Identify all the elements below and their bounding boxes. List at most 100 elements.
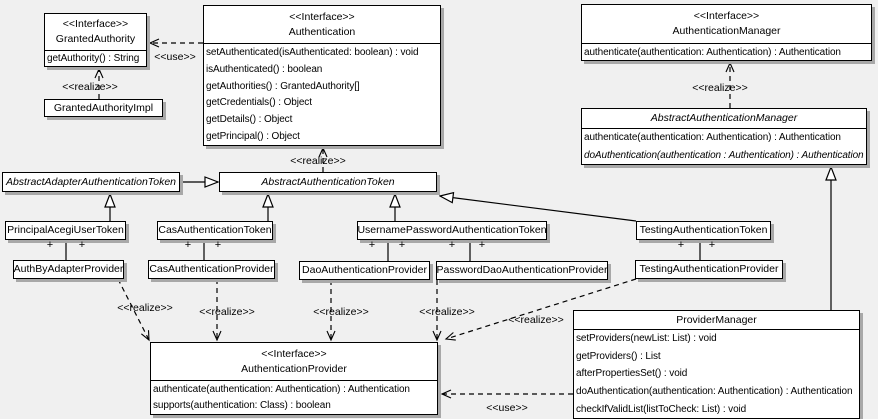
association-end-plus-7: +: [478, 239, 486, 251]
principal-acegi-user-token-name: PrincipalAcegiUserToken: [7, 224, 124, 236]
authentication-manager-stereotype: <<Interface>>: [693, 10, 760, 22]
cas-authentication-token[interactable]: CasAuthenticationToken: [157, 221, 273, 240]
realize-label-7: <<realize>>: [419, 306, 475, 318]
authentication-manager[interactable]: <<Interface>> AuthenticationManager authen…: [581, 4, 872, 61]
dao-authentication-provider[interactable]: DaoAuthenticationProvider: [299, 261, 430, 280]
association-end-plus-4: +: [368, 239, 376, 251]
association-end-plus-1: +: [78, 239, 86, 251]
authentication-method-5: getPrincipal() : Object: [206, 131, 300, 143]
auth-by-adapter-provider[interactable]: AuthByAdapterProvider: [13, 260, 124, 279]
abstract-authentication-manager-title: AbstractAuthenticationManager: [582, 109, 866, 128]
authentication-method-3: getCredentials() : Object: [206, 97, 312, 109]
authentication-manager-method-0: authenticate(authentication: Authenticat…: [584, 46, 841, 58]
testing-authentication-token[interactable]: TestingAuthenticationToken: [636, 221, 771, 240]
realize-label-1: <<realize>>: [62, 81, 118, 93]
dao-authentication-provider-title: DaoAuthenticationProvider: [300, 262, 429, 279]
authentication-provider[interactable]: <<Interface>> AuthenticationProvider authe…: [150, 342, 438, 415]
association-end-plus-9: +: [708, 239, 716, 251]
granted-authority-name: GrantedAuthority: [55, 33, 136, 45]
password-dao-authentication-provider-name: PasswordDaoAuthenticationProvider: [437, 264, 607, 276]
abstract-authentication-manager-methods: authenticate(authentication: Authenticat…: [582, 128, 866, 164]
abstract-adapter-authentication-token-name: AbstractAdapterAuthenticationToken: [5, 175, 177, 188]
abstract-authentication-manager-name: AbstractAuthenticationManager: [650, 112, 798, 124]
authentication-method-2: getAuthorities() : GrantedAuthority[]: [206, 80, 360, 92]
granted-authority-impl-name: GrantedAuthorityImpl: [53, 101, 154, 114]
association-end-plus-2: +: [184, 239, 192, 251]
authentication-manager-methods: authenticate(authentication: Authenticat…: [582, 43, 871, 60]
realize-label-2: <<realize>>: [290, 155, 346, 167]
authentication-stereotype: <<Interface>>: [289, 10, 355, 23]
association-end-plus-6: +: [448, 239, 456, 251]
dao-authentication-provider-name: DaoAuthenticationProvider: [302, 264, 427, 276]
provider-manager[interactable]: ProviderManager setProviders(newList: Lis…: [573, 310, 860, 419]
realize-testing-authentication-provider-to-authentication-provider: [444, 278, 637, 341]
authentication-manager-name: AuthenticationManager: [672, 25, 781, 37]
generalization-testing-authentication-token-to-abstract-authentication-token: [440, 196, 637, 222]
authentication[interactable]: <<Interface>> Authentication setAuthentica…: [203, 5, 441, 146]
authentication-provider-method-1: supports(authentication: Class) : boolea…: [153, 400, 331, 412]
provider-manager-method-4: checkIfValidList(listToCheck: List) : vo…: [576, 403, 747, 415]
realize-label-5: <<realize>>: [199, 306, 255, 318]
realize-label-6: <<realize>>: [313, 306, 369, 318]
association-end-plus-0: +: [46, 239, 54, 251]
association-end-plus-8: +: [677, 239, 685, 251]
password-dao-authentication-provider-title: PasswordDaoAuthenticationProvider: [437, 262, 607, 279]
authentication-provider-name: AuthenticationProvider: [241, 362, 347, 375]
testing-authentication-token-title: TestingAuthenticationToken: [637, 222, 770, 239]
username-password-authentication-token-title: UsernamePasswordAuthenticationToken: [358, 222, 546, 239]
abstract-authentication-token-title: AbstractAuthenticationToken: [220, 173, 436, 191]
use-label-9: <<use>>: [486, 402, 528, 414]
association-end-plus-5: +: [398, 239, 406, 251]
cas-authentication-provider-title: CasAuthenticationProvider: [149, 261, 274, 278]
authentication-manager-title: <<Interface>> AuthenticationManager: [582, 5, 871, 43]
cas-authentication-provider[interactable]: CasAuthenticationProvider: [148, 260, 275, 279]
abstract-adapter-authentication-token[interactable]: AbstractAdapterAuthenticationToken: [2, 172, 180, 192]
authentication-method-0: setAuthenticated(isAuthenticated: boolea…: [206, 46, 419, 58]
granted-authority[interactable]: <<Interface>> GrantedAuthority getAuthorit…: [44, 13, 147, 67]
use-label-0: <<use>>: [154, 51, 196, 63]
provider-manager-method-2: afterPropertiesSet() : void: [576, 368, 688, 380]
granted-authority-stereotype: <<Interface>>: [62, 18, 129, 30]
abstract-authentication-token[interactable]: AbstractAuthenticationToken: [219, 172, 437, 192]
authentication-provider-methods: authenticate(authentication: Authenticat…: [151, 380, 437, 414]
testing-authentication-provider-name: TestingAuthenticationProvider: [639, 263, 779, 275]
testing-authentication-provider[interactable]: TestingAuthenticationProvider: [635, 260, 783, 279]
granted-authority-method-0: getAuthority() : String: [47, 53, 140, 64]
abstract-adapter-authentication-token-title: AbstractAdapterAuthenticationToken: [3, 173, 179, 191]
abstract-authentication-manager-method-1: doAuthentication(authentication : Authen…: [584, 149, 864, 161]
provider-manager-name: ProviderManager: [676, 313, 757, 326]
testing-authentication-token-name: TestingAuthenticationToken: [639, 224, 768, 236]
abstract-authentication-token-name: AbstractAuthenticationToken: [261, 175, 395, 188]
authentication-method-4: getDetails() : Object: [206, 114, 293, 126]
provider-manager-method-1: getProviders() : List: [576, 350, 661, 362]
authentication-name: Authentication: [288, 25, 356, 38]
auth-by-adapter-provider-name: AuthByAdapterProvider: [14, 263, 123, 275]
authentication-title: <<Interface>> Authentication: [204, 6, 440, 43]
abstract-authentication-manager-method-0: authenticate(authentication: Authenticat…: [584, 132, 841, 144]
provider-manager-method-0: setProviders(newList: List) : void: [576, 333, 717, 345]
cas-authentication-provider-name: CasAuthenticationProvider: [149, 263, 274, 275]
realize-label-3: <<realize>>: [692, 82, 748, 94]
granted-authority-impl[interactable]: GrantedAuthorityImpl: [44, 99, 163, 117]
abstract-authentication-manager[interactable]: AbstractAuthenticationManager authenticat…: [581, 108, 867, 165]
granted-authority-methods: getAuthority() : String: [45, 50, 146, 66]
authentication-provider-method-0: authenticate(authentication: Authenticat…: [153, 383, 410, 395]
auth-by-adapter-provider-title: AuthByAdapterProvider: [14, 261, 123, 278]
provider-manager-methods: setProviders(newList: List) : void getPro…: [574, 329, 859, 418]
authentication-provider-stereotype: <<Interface>>: [261, 347, 327, 360]
cas-authentication-token-title: CasAuthenticationToken: [158, 222, 272, 239]
testing-authentication-provider-title: TestingAuthenticationProvider: [636, 261, 782, 278]
realize-auth-by-adapter-provider-to-authentication-provider: [117, 278, 150, 342]
authentication-methods: setAuthenticated(isAuthenticated: boolea…: [204, 43, 440, 145]
granted-authority-impl-title: GrantedAuthorityImpl: [45, 100, 162, 116]
authentication-method-1: isAuthenticated() : boolean: [206, 63, 323, 75]
password-dao-authentication-provider[interactable]: PasswordDaoAuthenticationProvider: [436, 261, 608, 280]
principal-acegi-user-token[interactable]: PrincipalAcegiUserToken: [5, 221, 126, 240]
association-end-plus-3: +: [214, 239, 222, 251]
authentication-provider-title: <<Interface>> AuthenticationProvider: [151, 343, 437, 380]
cas-authentication-token-name: CasAuthenticationToken: [158, 224, 272, 236]
username-password-authentication-token[interactable]: UsernamePasswordAuthenticationToken: [357, 221, 547, 240]
provider-manager-title: ProviderManager: [574, 311, 859, 329]
